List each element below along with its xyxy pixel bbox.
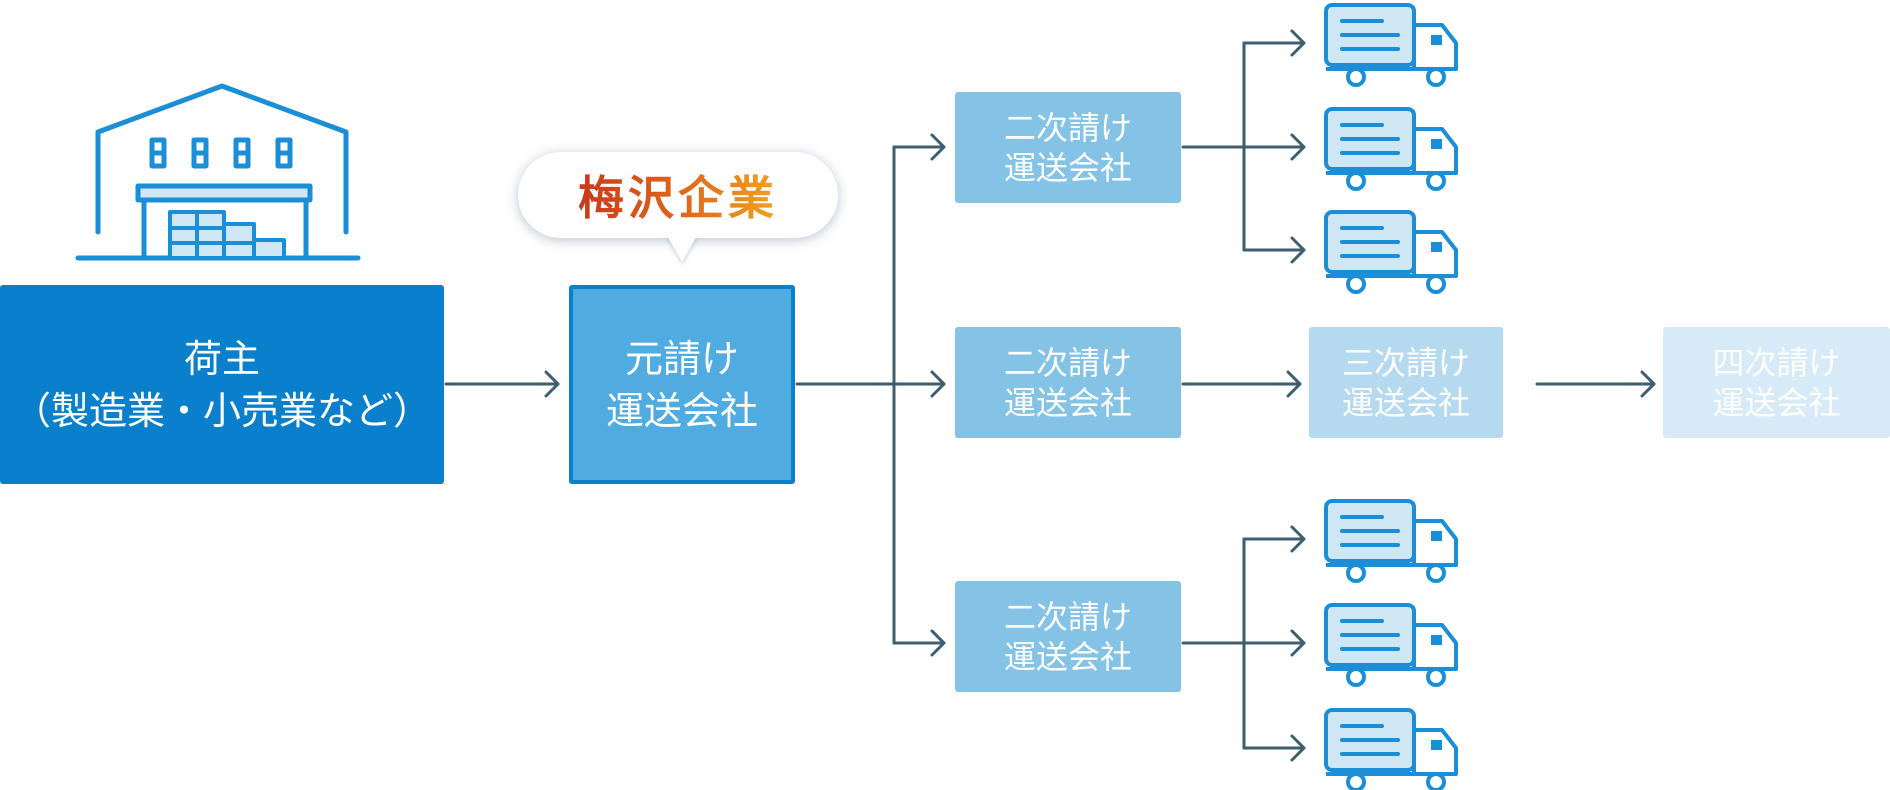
truck-icon	[1324, 603, 1458, 687]
secondary-contractor-box-top: 二次請け 運送会社	[955, 92, 1181, 203]
company-callout-bubble: 梅沢企業	[518, 152, 838, 238]
callout-tail	[666, 234, 698, 262]
tertiary-label-line1: 三次請け	[1341, 343, 1470, 382]
secondary-contractor-box-middle: 二次請け 運送会社	[955, 327, 1181, 438]
prime-contractor-box: 元請け 運送会社	[569, 285, 795, 484]
truck-icon	[1324, 3, 1458, 87]
secondary-label-line2: 運送会社	[1003, 148, 1132, 187]
secondary-label-line2: 運送会社	[1003, 637, 1132, 676]
secondary-label-line1: 二次請け	[1003, 597, 1132, 636]
company-name: 梅沢企業	[578, 162, 778, 228]
secondary-contractor-box-bottom: 二次請け 運送会社	[955, 581, 1181, 692]
shipper-box: 荷主 （製造業・小売業など）	[0, 285, 444, 484]
truck-icon	[1324, 210, 1458, 294]
secondary-label-line2: 運送会社	[1003, 383, 1132, 422]
shipper-title: 荷主	[183, 336, 260, 381]
prime-label-line2: 運送会社	[605, 388, 758, 433]
truck-icon	[1324, 107, 1458, 191]
secondary-label-line1: 二次請け	[1003, 108, 1132, 147]
prime-label-line1: 元請け	[624, 336, 739, 381]
quaternary-contractor-box: 四次請け 運送会社	[1663, 327, 1890, 438]
tertiary-contractor-box: 三次請け 運送会社	[1309, 327, 1503, 438]
tertiary-label-line2: 運送会社	[1341, 383, 1470, 422]
quaternary-label-line2: 運送会社	[1712, 383, 1841, 422]
arrowhead	[544, 370, 560, 398]
truck-icon	[1324, 499, 1458, 583]
connector-lines	[444, 29, 1656, 762]
factory-icon	[75, 83, 361, 261]
quaternary-label-line1: 四次請け	[1712, 343, 1841, 382]
secondary-label-line1: 二次請け	[1003, 343, 1132, 382]
shipper-subtitle: （製造業・小売業など）	[12, 388, 431, 433]
truck-icon	[1324, 708, 1458, 790]
